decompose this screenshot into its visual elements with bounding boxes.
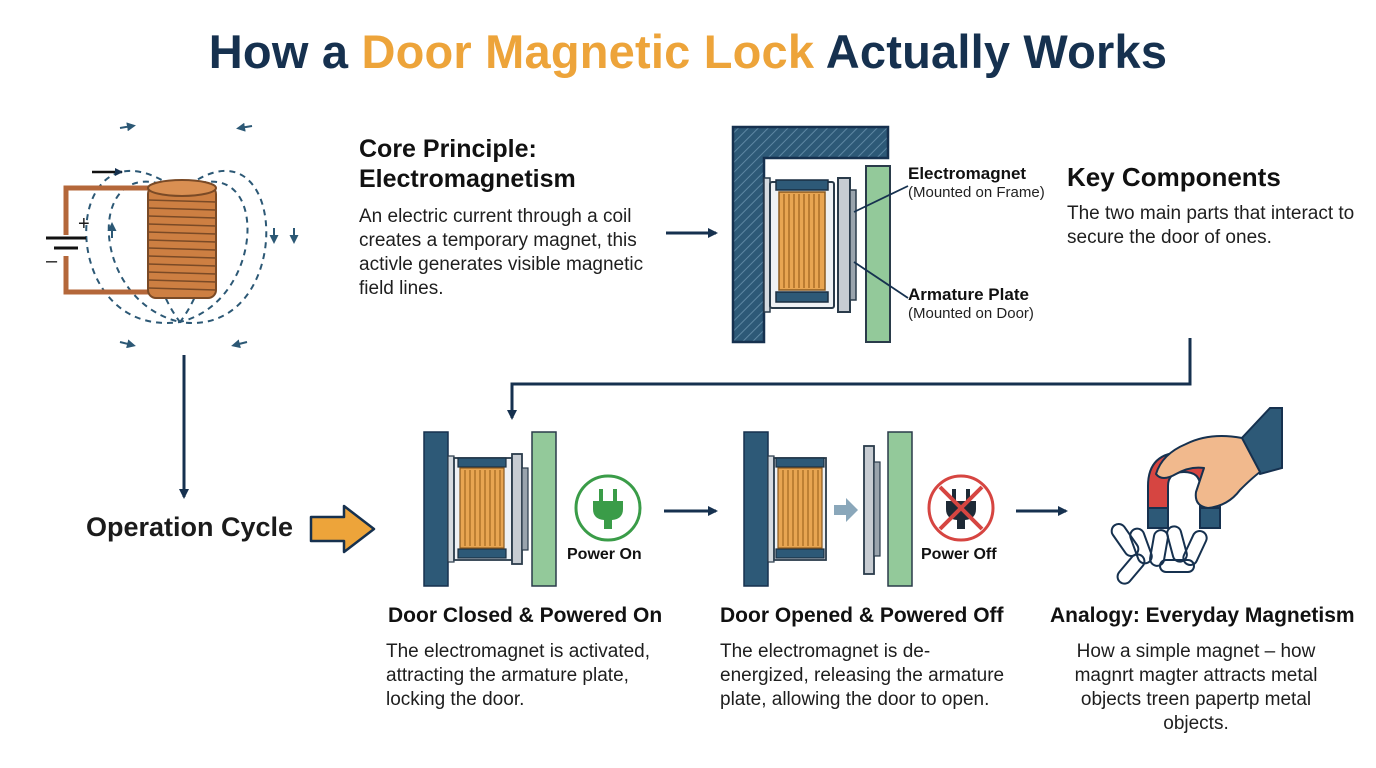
title-part-2: Actually Works <box>814 25 1168 78</box>
key-components-title: Key Components <box>1067 162 1281 192</box>
open-lock-diagram <box>743 431 913 587</box>
battery-icon <box>46 236 86 250</box>
core-principle-title-line2: Electromagnetism <box>359 165 576 193</box>
armature-name: Armature Plate <box>908 285 1029 304</box>
minus-sign: – <box>46 250 58 272</box>
armature-sub: (Mounted on Door) <box>908 305 1034 322</box>
operation-cycle-title: Operation Cycle <box>86 512 294 542</box>
title-highlight: Door Magnetic Lock <box>361 25 815 78</box>
electromagnet-name: Electromagnet <box>908 164 1027 183</box>
page-title: How a Door Magnetic Lock Actually Works <box>0 24 1376 79</box>
plus-sign: + <box>78 213 90 235</box>
electromagnet-sub: (Mounted on Frame) <box>908 184 1045 201</box>
lock-assembly-diagram <box>731 125 909 344</box>
paperclip-icon <box>1110 522 1208 585</box>
core-principle-title: Core Principle: Electromagnetism <box>359 134 576 194</box>
arrow-icon <box>507 338 1192 420</box>
electromagnet-label: Electromagnet (Mounted on Frame) <box>908 164 1045 201</box>
release-arrow-icon <box>834 498 858 522</box>
step-closed-body: The electromagnet is activated, attracti… <box>386 641 651 710</box>
closed-lock-diagram <box>423 431 557 587</box>
title-part-1: How a <box>208 25 362 78</box>
power-on-label: Power On <box>567 546 642 563</box>
arrow-icon <box>309 504 376 554</box>
plug-icon <box>574 474 642 542</box>
key-components-body: The two main parts that interact to secu… <box>1067 203 1355 248</box>
step-analogy-title: Analogy: Everyday Magnetism <box>1050 604 1355 627</box>
power-off-label: Power Off <box>921 546 997 563</box>
step-closed-title: Door Closed & Powered On <box>388 604 663 627</box>
core-principle-body: An electric current through a coil creat… <box>359 206 644 299</box>
horseshoe-magnet-icon <box>1110 407 1283 585</box>
core-principle-title-line1: Core Principle: <box>359 135 537 163</box>
step-opened-title: Door Opened & Powered Off <box>720 604 1004 627</box>
step-analogy-body: How a simple magnet – how magnrt magter … <box>1074 641 1318 734</box>
armature-label: Armature Plate (Mounted on Door) <box>908 285 1034 322</box>
plug-crossed-icon <box>927 474 995 542</box>
coil-icon <box>46 122 299 349</box>
step-opened-body: The electromagnet is de-energized, relea… <box>720 641 1005 710</box>
